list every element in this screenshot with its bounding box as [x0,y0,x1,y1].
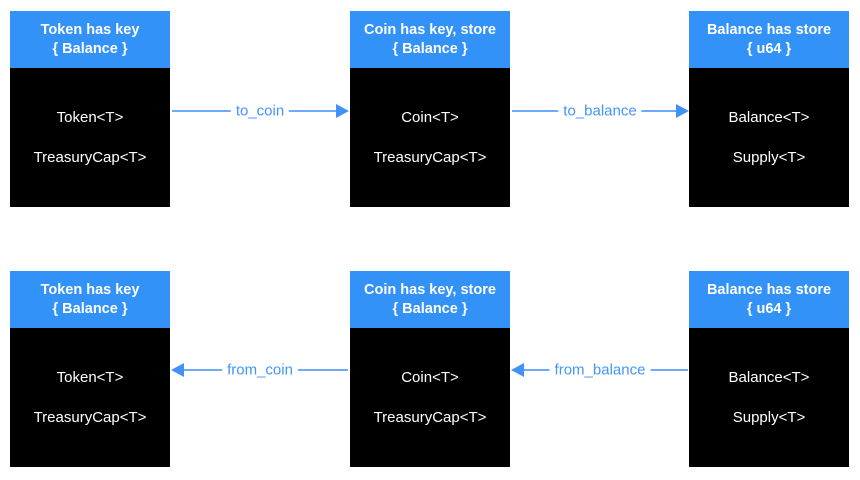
struct-box-body: Coin<T> TreasuryCap<T> [350,68,510,207]
struct-field: TreasuryCap<T> [33,409,147,426]
struct-field: TreasuryCap<T> [33,149,147,166]
struct-field: Coin<T> [401,369,459,386]
struct-inner-type: { Balance } [392,40,468,57]
struct-box-body: Balance<T> Supply<T> [689,68,849,207]
struct-abilities: Token has key [40,21,140,38]
struct-box-header: Balance has store { u64 } [689,271,849,328]
arrow-label: from_coin [222,361,298,379]
struct-box-balance-row1: Balance has store { u64 } Balance<T> Sup… [689,11,849,207]
struct-field: Token<T> [56,369,124,386]
struct-field: TreasuryCap<T> [373,149,487,166]
struct-box-header: Token has key { Balance } [10,11,170,68]
struct-box-body: Balance<T> Supply<T> [689,328,849,467]
struct-box-header: Coin has key, store { Balance } [350,271,510,328]
arrowhead-right-icon [676,104,689,118]
struct-inner-type: { u64 } [746,40,792,57]
struct-abilities: Coin has key, store [364,281,496,298]
arrow-label: to_balance [558,102,642,120]
struct-abilities: Token has key [40,281,140,298]
struct-box-coin-row1: Coin has key, store { Balance } Coin<T> … [350,11,510,207]
struct-box-header: Coin has key, store { Balance } [350,11,510,68]
arrow-label: to_coin [230,102,290,120]
struct-box-coin-row2: Coin has key, store { Balance } Coin<T> … [350,271,510,467]
struct-inner-type: { Balance } [52,40,128,57]
struct-box-header: Token has key { Balance } [10,271,170,328]
struct-field: Balance<T> [728,109,810,126]
arrowhead-right-icon [336,104,349,118]
struct-box-body: Token<T> TreasuryCap<T> [10,68,170,207]
struct-field: Supply<T> [732,409,806,426]
struct-box-balance-row2: Balance has store { u64 } Balance<T> Sup… [689,271,849,467]
arrow-label: from_balance [549,361,651,379]
struct-field: Token<T> [56,109,124,126]
struct-box-token-row2: Token has key { Balance } Token<T> Treas… [10,271,170,467]
struct-inner-type: { Balance } [392,300,468,317]
struct-abilities: Coin has key, store [364,21,496,38]
struct-field: Coin<T> [401,109,459,126]
struct-abilities: Balance has store [706,281,832,298]
arrowhead-left-icon [511,363,524,377]
struct-field: TreasuryCap<T> [373,409,487,426]
struct-box-header: Balance has store { u64 } [689,11,849,68]
struct-field: Supply<T> [732,149,806,166]
arrowhead-left-icon [171,363,184,377]
struct-box-body: Coin<T> TreasuryCap<T> [350,328,510,467]
struct-box-token-row1: Token has key { Balance } Token<T> Treas… [10,11,170,207]
struct-abilities: Balance has store [706,21,832,38]
struct-box-body: Token<T> TreasuryCap<T> [10,328,170,467]
struct-field: Balance<T> [728,369,810,386]
struct-inner-type: { Balance } [52,300,128,317]
struct-inner-type: { u64 } [746,300,792,317]
